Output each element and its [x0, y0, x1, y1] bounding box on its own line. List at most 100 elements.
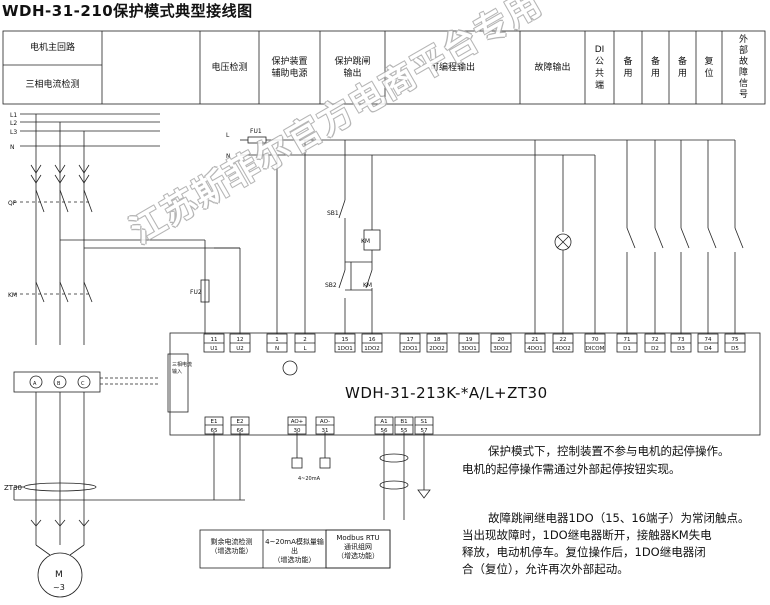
note-p2-line2: 当出现故障时，1DO继电器断开，接触器KM失电	[462, 528, 712, 542]
terminal-number: 72	[652, 337, 659, 343]
header-spare3-a: 备	[677, 56, 687, 67]
terminal-name: 57	[421, 428, 428, 434]
header-ext-3: 故	[738, 56, 748, 67]
header-aux-power: 保护装置 辅助电源	[259, 31, 320, 104]
header-di-1: DI	[594, 44, 605, 55]
header-main-circuit: 电机主回路	[29, 43, 75, 53]
zt30-label: ZT30	[4, 484, 22, 492]
terminal-name: D4	[704, 346, 712, 352]
header-di-common: DI 公 共 端	[585, 31, 614, 104]
terminal-name: D5	[731, 346, 739, 352]
terminal-name: 55	[401, 428, 408, 434]
header-voltage-detect: 电压检测	[211, 62, 248, 73]
supply-l-label: L	[226, 132, 230, 139]
terminal-name: 2DO1	[402, 346, 418, 352]
terminal-name: 3DO2	[493, 346, 509, 352]
device-body	[169, 332, 761, 436]
header-current-detect: 三相电流检测	[25, 79, 80, 90]
km-coil-label: KM	[361, 238, 370, 245]
current-input-label-2: 输入	[172, 368, 182, 375]
header-spare-2: 备 用	[642, 31, 669, 104]
fu1-label: FU1	[250, 128, 262, 135]
line-l2-label: L2	[10, 120, 17, 127]
terminal-name: 31	[322, 428, 329, 434]
terminal-name: 1DO1	[337, 346, 353, 352]
terminal-number: 71	[624, 337, 631, 343]
terminal-name: L	[303, 346, 307, 352]
ct-phase-c: C	[81, 381, 85, 387]
terminal-bottom-box	[230, 416, 250, 435]
terminal-bottom-box	[204, 416, 224, 435]
device-model: WDH-31-213K-*A/L+ZT30	[345, 384, 548, 402]
ct-phase-b: B	[57, 381, 61, 387]
terminal-number: A1	[380, 419, 387, 425]
terminal-number: 1	[275, 337, 279, 343]
terminal-name: 4DO2	[555, 346, 571, 352]
terminal-number: AO-	[320, 419, 330, 425]
header-fault-output: 故障输出	[534, 62, 571, 73]
modbus-label: Modbus RTU	[336, 534, 380, 542]
header-ext-fault: 外 部 故 障 信 号	[722, 31, 765, 104]
header-reset: 复 位	[696, 31, 722, 104]
terminal-number: 11	[211, 337, 218, 343]
terminal-number: AO+	[291, 419, 304, 425]
terminal-name: 56	[381, 428, 388, 434]
header-di-4: 端	[594, 80, 604, 91]
terminal-bottom-box	[414, 416, 434, 435]
terminal-bottom-box	[315, 416, 335, 435]
header-di-3: 共	[594, 68, 604, 79]
note-p1-line2: 电机的起停操作需通过外部起停按钮实现。	[462, 462, 681, 476]
terminal-name: 2DO2	[429, 346, 445, 352]
terminal-name: U1	[210, 346, 218, 352]
terminal-name: 65	[211, 428, 218, 434]
header-trip-output-2: 输出	[343, 68, 362, 79]
header-trip-output: 保护跳闸 输出	[320, 31, 385, 104]
terminal-number: 75	[732, 337, 739, 343]
terminal-bottom-box	[374, 416, 394, 435]
page-title: WDH-31-210保护模式典型接线图	[2, 2, 253, 20]
header-spare1-a: 备	[623, 56, 633, 67]
analog-output-option: （增选功能）	[273, 556, 316, 564]
header-trip-output-1: 保护跳闸	[334, 56, 371, 67]
line-l3-label: L3	[10, 129, 17, 136]
terminal-number: E1	[211, 419, 218, 425]
terminal-number: 19	[466, 337, 473, 343]
terminal-name: DICOM	[586, 346, 605, 352]
km-contact-label: KM	[363, 282, 372, 289]
terminal-number: 2	[303, 337, 307, 343]
ct-phase-a: A	[33, 381, 37, 387]
header-reset-b: 位	[704, 68, 714, 79]
terminal-number: 70	[592, 337, 599, 343]
km-label: KM	[8, 292, 17, 299]
header-di-2: 公	[594, 56, 604, 67]
note-start-stop: 电机的起停操作需通过外部起停按钮实现。	[462, 461, 681, 478]
terminal-name: 30	[294, 428, 301, 434]
fu2-label: FU2	[190, 289, 202, 296]
sb2-label: SB2	[325, 282, 337, 289]
supply-n-label: N	[226, 153, 231, 160]
note-p2-line1: 故障跳闸继电器1DO（15、16端子）为常闭触点。	[488, 511, 750, 525]
note-trip-relay: 故障跳闸继电器1DO（15、16端子）为常闭触点。 当出现故障时，1DO继电器断…	[462, 510, 750, 578]
header-ext-1: 外	[738, 34, 748, 45]
motor-label-m: M	[55, 570, 63, 580]
terminal-name: 3DO1	[461, 346, 477, 352]
analog-output-box: 4~20mA模拟量输出 （增选功能）	[263, 538, 326, 565]
header-table	[2, 30, 766, 105]
terminal-number: S1	[421, 419, 428, 425]
residual-current-box: 剩余电流检测 （增选功能）	[200, 538, 263, 556]
current-input-label-1: 三相电流	[172, 361, 192, 368]
header-spare-3: 备 用	[669, 31, 696, 104]
analog-output-label: 4~20mA模拟量输出	[265, 538, 324, 555]
residual-current-label: 剩余电流检测	[210, 538, 253, 546]
terminal-name: 66	[237, 428, 244, 434]
modbus-box: Modbus RTU 通讯组网 （增选功能）	[326, 534, 390, 561]
terminal-number: 74	[705, 337, 712, 343]
motor-label-phase: ~3	[53, 583, 65, 592]
header-aux-power-2: 辅助电源	[271, 68, 308, 79]
terminal-number: 12	[237, 337, 244, 343]
header-ext-6: 号	[738, 89, 748, 100]
terminal-number: 20	[498, 337, 505, 343]
modbus-network-label: 通讯组网	[344, 543, 372, 551]
terminal-name: N	[275, 346, 279, 352]
